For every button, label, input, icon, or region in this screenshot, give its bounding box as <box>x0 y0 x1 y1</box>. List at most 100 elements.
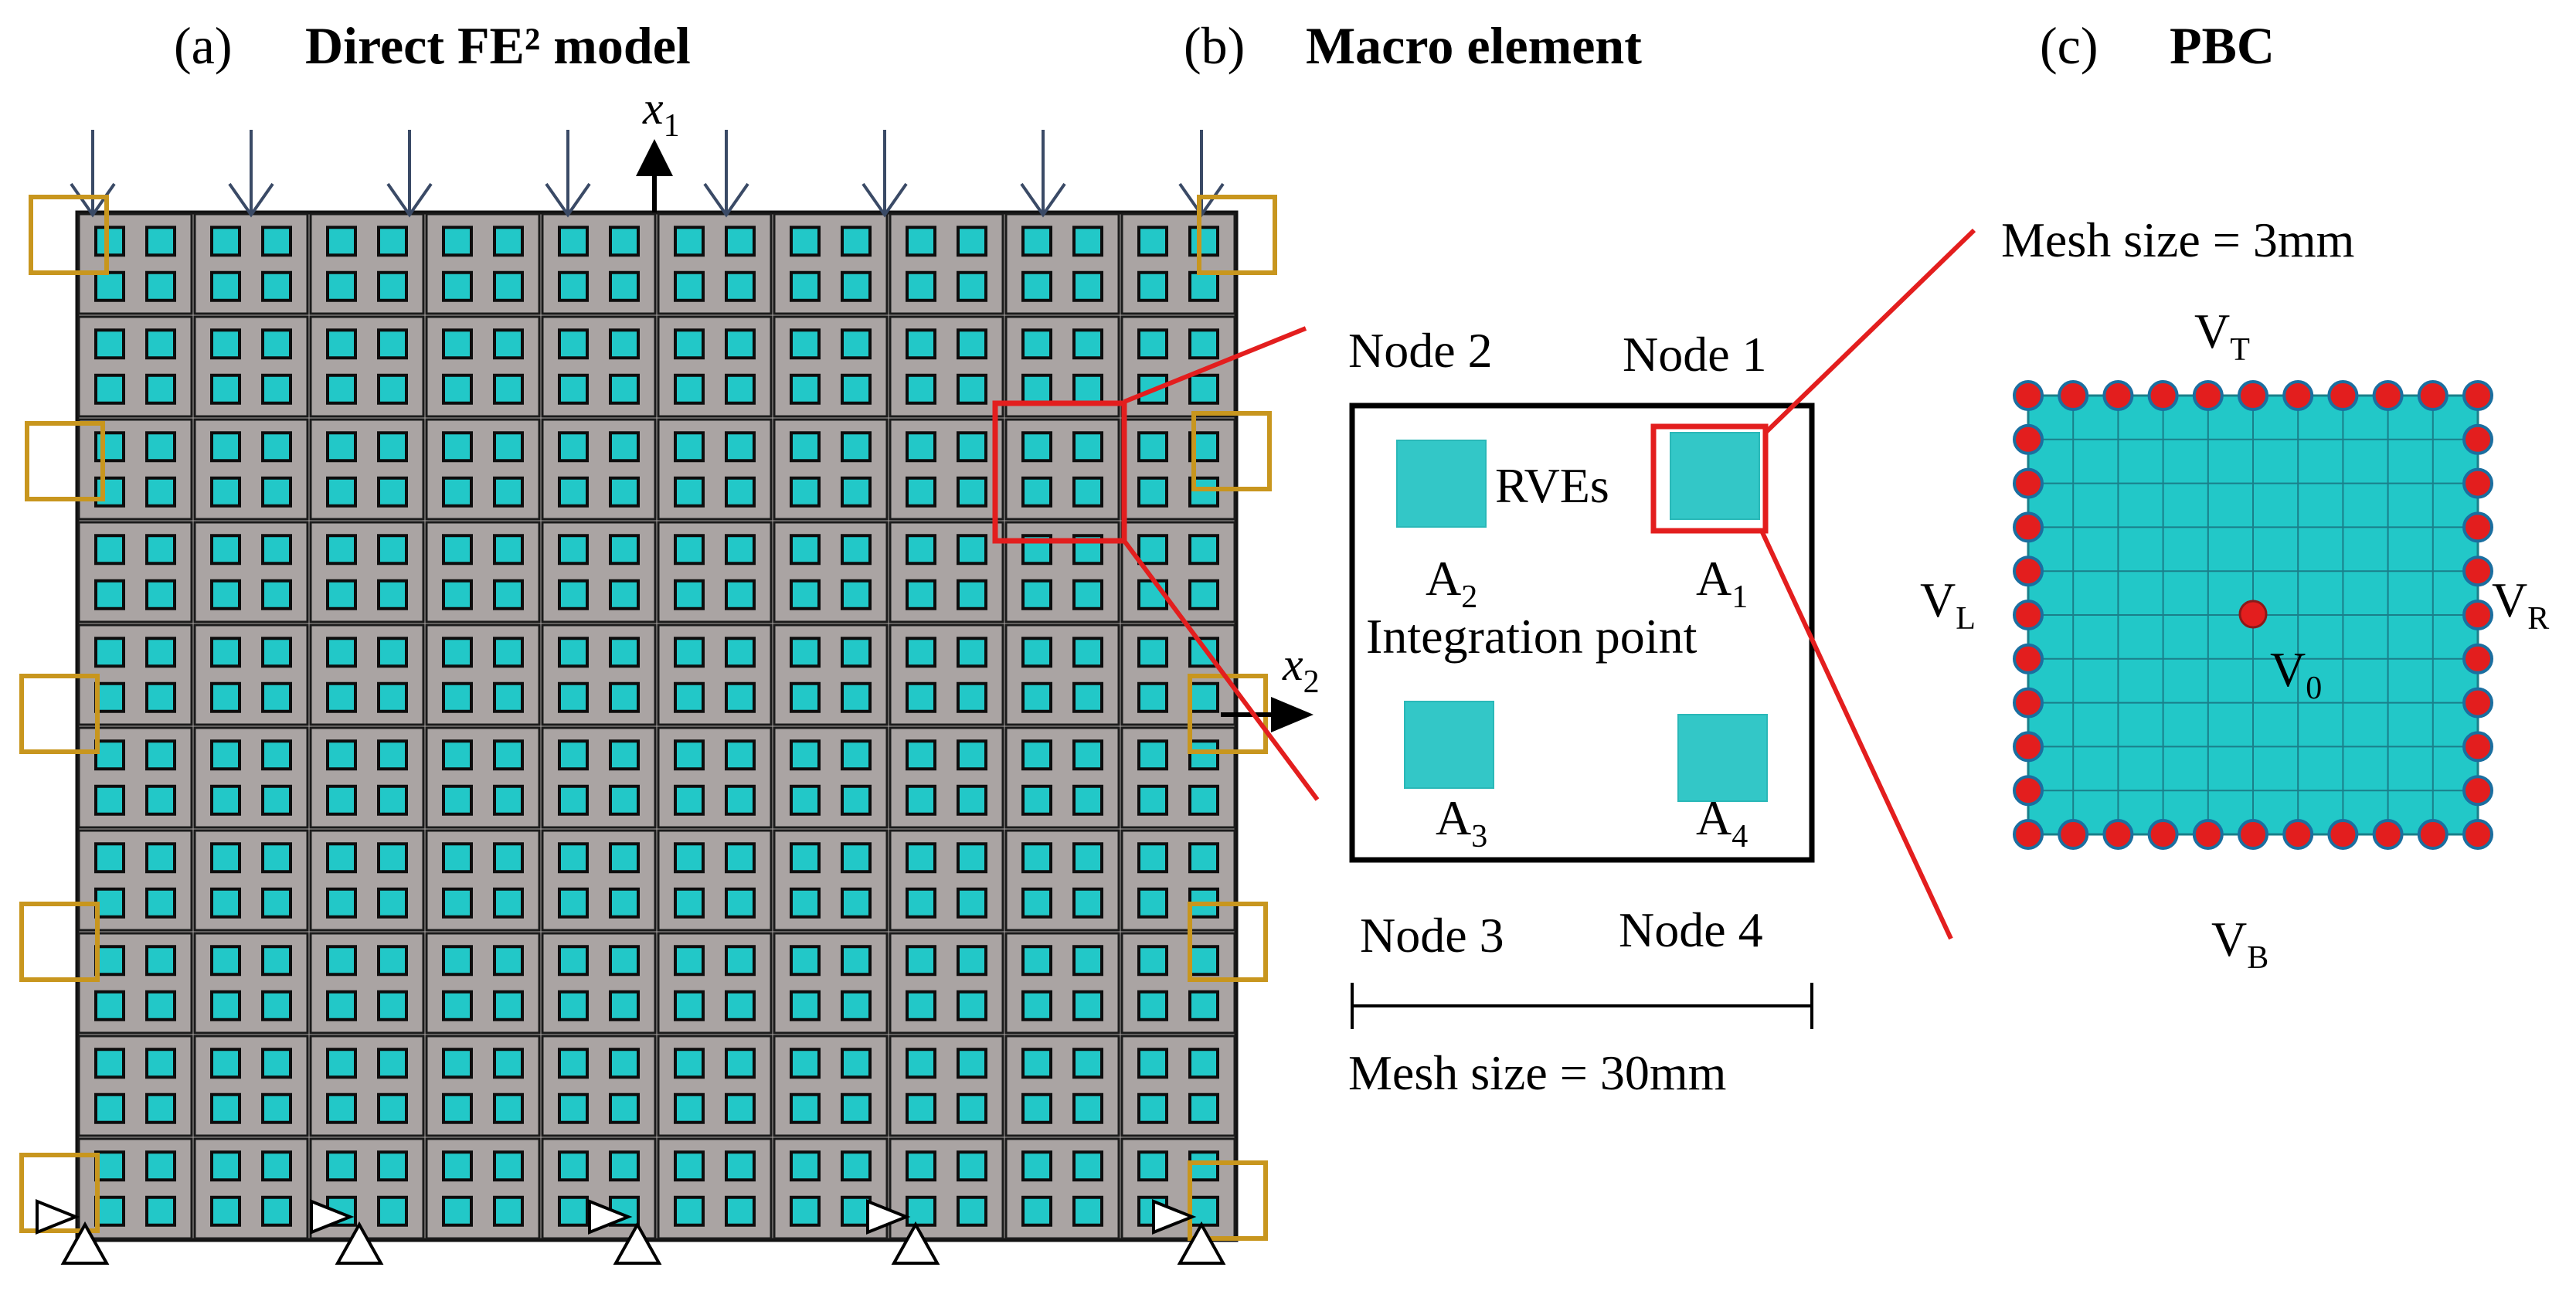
inclusion <box>1072 945 1103 977</box>
inclusion <box>558 579 589 610</box>
node-1-label: Node 1 <box>1623 327 1767 382</box>
inclusion <box>261 1150 292 1182</box>
support-pin <box>613 1221 662 1265</box>
inclusion <box>558 431 589 463</box>
boundary-node <box>2462 555 2493 587</box>
inclusion <box>1137 534 1168 566</box>
inclusion <box>377 226 408 257</box>
boundary-node <box>2013 687 2044 719</box>
inclusion <box>1137 739 1168 771</box>
inclusion <box>210 226 241 257</box>
macro-element-cell <box>657 1034 773 1137</box>
inclusion <box>94 990 125 1021</box>
a1-label: A1 <box>1696 551 1748 615</box>
load-arrow-head <box>228 182 274 218</box>
inclusion <box>841 328 872 360</box>
inclusion <box>493 784 524 816</box>
inclusion <box>1021 373 1052 405</box>
inclusion <box>906 373 936 405</box>
axis-x1-label: x1 <box>642 83 680 144</box>
inclusion <box>94 1195 125 1227</box>
inclusion <box>1188 945 1219 977</box>
inclusion <box>94 534 125 566</box>
inclusion <box>558 739 589 771</box>
inclusion <box>906 990 936 1021</box>
inclusion <box>906 1092 936 1124</box>
macro-element-cell <box>657 521 773 623</box>
inclusion <box>493 945 524 977</box>
inclusion <box>145 739 176 771</box>
inclusion <box>442 534 473 566</box>
rve-a2 <box>1396 440 1487 528</box>
boundary-node <box>2013 600 2044 630</box>
boundary-node <box>2462 511 2493 543</box>
inclusion <box>326 431 357 463</box>
macro-element-cell <box>773 1137 889 1240</box>
inclusion <box>674 784 705 816</box>
inclusion <box>326 842 357 874</box>
inclusion <box>1021 784 1052 816</box>
inclusion <box>957 637 987 668</box>
inclusion <box>94 739 125 771</box>
inclusion <box>1137 637 1168 668</box>
inclusion <box>725 431 756 463</box>
macro-element-cell <box>541 1034 657 1137</box>
boundary-node <box>2013 423 2044 455</box>
inclusion <box>377 328 408 360</box>
inclusion <box>957 1150 987 1182</box>
macro-element-cell <box>773 1034 889 1137</box>
axis-x2: x2 <box>1221 639 1320 732</box>
inclusion <box>210 1195 241 1227</box>
inclusion <box>1072 476 1103 508</box>
inclusion <box>957 579 987 610</box>
macro-element-cell <box>1004 932 1120 1034</box>
macro-element-cell <box>425 932 541 1034</box>
node-2-label: Node 2 <box>1348 323 1493 378</box>
macro-element-cell <box>541 212 657 315</box>
inclusion <box>377 1048 408 1079</box>
macro-element-cell <box>1120 829 1236 932</box>
macro-element-cell <box>889 726 1004 829</box>
inclusion <box>790 1150 821 1182</box>
boundary-node <box>2013 819 2044 850</box>
inclusion <box>725 534 756 566</box>
macro-element-cell <box>773 932 889 1034</box>
macro-element-cell <box>657 212 773 315</box>
inclusion <box>725 945 756 977</box>
load-arrow-head <box>703 182 749 218</box>
inclusion <box>1072 784 1103 816</box>
boundary-marker-square <box>25 421 105 501</box>
inclusion <box>261 637 292 668</box>
inclusion <box>957 739 987 771</box>
inclusion <box>145 1195 176 1227</box>
inclusion <box>94 842 125 874</box>
inclusion <box>558 226 589 257</box>
inclusion <box>558 990 589 1021</box>
inclusion <box>790 270 821 302</box>
inclusion <box>377 681 408 713</box>
inclusion <box>1021 431 1052 463</box>
macro-element-cell <box>425 1034 541 1137</box>
macro-element-cell <box>193 521 309 623</box>
inclusion <box>1188 328 1219 360</box>
inclusion <box>1072 579 1103 610</box>
inclusion <box>493 1048 524 1079</box>
inclusion <box>210 637 241 668</box>
inclusion <box>609 579 640 610</box>
inclusion <box>1021 270 1052 302</box>
macro-element-cell <box>1120 932 1236 1034</box>
inclusion <box>841 579 872 610</box>
inclusion <box>790 887 821 919</box>
inclusion <box>841 226 872 257</box>
inclusion <box>790 842 821 874</box>
boundary-node <box>2102 380 2134 411</box>
macro-element-cell <box>425 726 541 829</box>
inclusion <box>493 842 524 874</box>
support-roller <box>588 1199 633 1235</box>
inclusion <box>790 476 821 508</box>
load-arrow-head <box>386 182 433 218</box>
inclusion <box>145 431 176 463</box>
inclusion <box>377 534 408 566</box>
mesh-size-3-label: Mesh size = 3mm <box>2001 212 2354 267</box>
inclusion <box>1188 1195 1219 1227</box>
